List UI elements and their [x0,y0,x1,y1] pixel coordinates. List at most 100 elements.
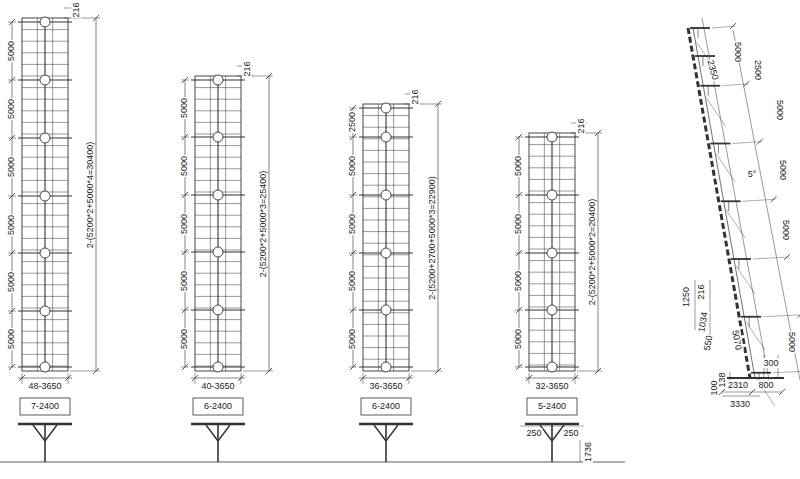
drawing-line [706,98,725,126]
dimension-label: 216 [576,117,586,134]
drawing-line [525,378,579,379]
drawing-line [771,196,777,202]
section-box [361,398,411,415]
drawing-line [217,76,218,371]
drawing-line [695,55,715,57]
dimension-label: 5000 [179,328,189,350]
drawing-line [191,423,245,426]
drawing-line [708,86,709,96]
dimension-label: 5000 [781,219,791,241]
support-post-symbol [547,248,557,258]
drawing-line [738,259,739,269]
drawing-line [435,101,441,107]
drawing-line [18,423,72,426]
drawing-line [438,104,439,371]
support-post-symbol [40,75,50,85]
dimension-label: 5000 [347,328,357,350]
dimension-label: 5000 [6,40,16,62]
support-post-symbol [547,190,557,200]
support-post-symbol [547,305,557,315]
drawing-line [688,28,750,378]
drawing-line [730,23,736,29]
dimension-label: 550 [702,334,715,353]
dimension-label: 5000 [6,98,16,120]
drawing-line [217,425,219,462]
drawing-line [746,322,765,350]
section-box [193,398,243,415]
drawing-line [359,423,413,426]
drawing-line [732,142,762,144]
drawing-line [749,389,755,395]
drawing-line [702,18,770,385]
drawing-line [93,15,99,21]
drawing-line [191,378,245,379]
drawing-line [753,257,789,259]
support-post-symbol [40,248,50,258]
support-post-symbol [381,132,391,142]
drawing-line [45,425,57,441]
support-post-symbol [40,133,50,143]
dimension-label: 216 [242,60,252,77]
drawing-line [690,27,710,29]
drawing-line [378,104,379,371]
dimension-label: 5° [747,169,758,179]
drawing-line [693,28,755,378]
dimension-label: 5000 [513,155,523,177]
dimension-label: 7-2400 [30,401,60,411]
dimension-label: 48-3650 [27,381,62,391]
drawing-line [741,316,761,318]
drawing-line [716,154,735,182]
drawing-line [374,425,386,441]
dimension-label: 1250 [681,286,691,308]
drawing-line [210,76,211,371]
section-box [20,398,70,415]
drawing-line [65,375,71,381]
drawing-line [0,462,625,463]
drawing-line [718,144,719,154]
dimension-label: 5000 [6,214,16,236]
support-post-symbol [381,103,391,113]
dimension-label: 5000 [775,99,785,121]
drawing-line [19,375,25,381]
support-post-symbol [40,306,50,316]
dimension-label: 800 [757,380,774,390]
dimension-label: 5000 [513,270,523,292]
drawing-line [520,426,584,427]
support-post-symbol [213,305,223,315]
pv-array-outline [195,76,241,371]
drawing-line [773,371,800,373]
drawing-line [798,312,800,318]
drawing-line [359,378,413,379]
drawing-line [551,425,553,462]
support-post-symbol [547,132,557,142]
dimension-label: 6-2400 [203,401,233,411]
dimension-label: 100 [709,379,719,396]
drawing-line [559,133,560,371]
drawing-line [225,76,226,371]
pv-array-outline [22,18,68,371]
dimension-label: 5000 [6,328,16,350]
support-post-symbol [213,132,223,142]
section-box [527,398,577,415]
support-post-symbol [381,362,391,372]
drawing-line [93,368,99,374]
pv-array-outline [363,104,409,371]
dimension-label: 216 [410,88,420,105]
dimension-label: 5000 [6,156,16,178]
dimension-label: 5000 [513,328,523,350]
drawing-line [749,317,750,327]
drawing-line [269,76,270,371]
drawing-line [218,425,230,441]
drawing-line [598,133,599,371]
dimension-label: 5000 [6,271,16,293]
support-post-symbol [213,247,223,257]
dimension-label: 216 [71,1,81,18]
dimension-label: 300 [762,358,779,368]
drawing-line [710,143,730,145]
drawing-line [736,266,755,294]
dimension-label: 32-3650 [534,381,569,391]
support-post-symbol [213,190,223,200]
dimension-label: 5000 [347,155,357,177]
drawing-line [595,130,601,136]
